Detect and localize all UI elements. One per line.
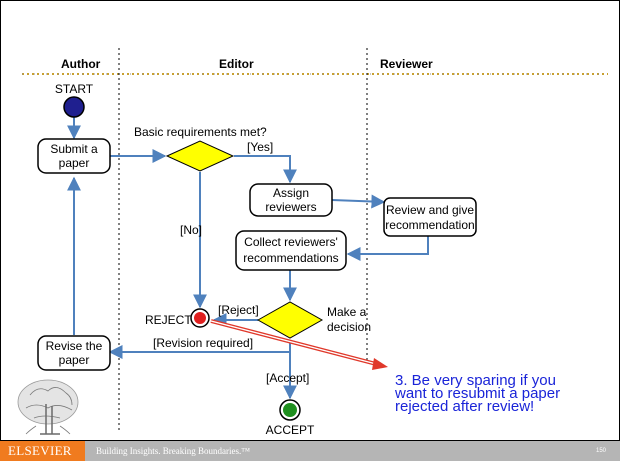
revise-paper-line2: paper bbox=[59, 353, 90, 367]
assign-reviewers-box bbox=[249, 183, 333, 217]
lane-title-author: Author bbox=[61, 57, 101, 71]
review-line1: Review and give bbox=[386, 203, 474, 217]
callout-arrow-inner bbox=[210, 320, 381, 366]
lane-title-editor: Editor bbox=[219, 57, 254, 71]
page-number: 150 bbox=[595, 448, 606, 454]
accept-node bbox=[283, 403, 297, 417]
note-line1: 3. Be very sparing if you bbox=[395, 372, 556, 389]
make-decision-line1: Make a bbox=[327, 305, 367, 319]
collect-line2: recommendations bbox=[243, 251, 338, 265]
reject-label: REJECT bbox=[145, 313, 192, 327]
edge-label-no: [No] bbox=[180, 223, 202, 237]
callout-arrowhead bbox=[372, 358, 388, 370]
edge-label-yes: [Yes] bbox=[247, 140, 273, 154]
edge-assign-review bbox=[331, 194, 386, 209]
revise-paper-box bbox=[37, 335, 111, 371]
reject-node bbox=[194, 312, 206, 324]
edge-yes bbox=[234, 155, 297, 184]
basic-requirements-label: Basic requirements met? bbox=[134, 125, 267, 139]
accept-label: ACCEPT bbox=[266, 423, 315, 437]
tree-logo bbox=[17, 379, 79, 435]
footer-bar: ELSEVIER Building Insights. Breaking Bou… bbox=[0, 441, 620, 461]
connectors bbox=[67, 117, 429, 400]
submit-paper-line2: paper bbox=[59, 156, 90, 170]
collect-box bbox=[235, 230, 347, 271]
review-line2: recommendation bbox=[385, 218, 474, 232]
elsevier-logo: ELSEVIER bbox=[0, 441, 85, 461]
make-decision-diamond bbox=[256, 301, 324, 339]
note-line2: want to resubmit a paper bbox=[394, 385, 560, 402]
make-decision-line2: decision bbox=[327, 320, 371, 334]
start-node bbox=[63, 96, 85, 118]
assign-reviewers-line1: Assign bbox=[273, 186, 309, 200]
review-box bbox=[383, 197, 477, 237]
collect-line1: Collect reviewers' bbox=[244, 235, 338, 249]
assign-reviewers-line2: reviewers bbox=[265, 200, 316, 214]
edge-label-reject: [Reject] bbox=[218, 303, 259, 317]
edge-label-accept: [Accept] bbox=[266, 371, 309, 385]
basic-requirements-diamond bbox=[165, 140, 235, 172]
revise-paper-line1: Revise the bbox=[46, 339, 103, 353]
submit-paper-line1: Submit a bbox=[50, 142, 98, 156]
lane-title-reviewer: Reviewer bbox=[380, 57, 433, 71]
note-line3: rejected after review! bbox=[395, 398, 534, 415]
edge-label-revision: [Revision required] bbox=[153, 336, 253, 350]
edge-review-collect bbox=[346, 236, 429, 261]
start-label: START bbox=[55, 82, 94, 96]
footer-tagline: Building Insights. Breaking Boundaries.™ bbox=[96, 446, 251, 456]
submit-paper-box bbox=[37, 138, 111, 174]
